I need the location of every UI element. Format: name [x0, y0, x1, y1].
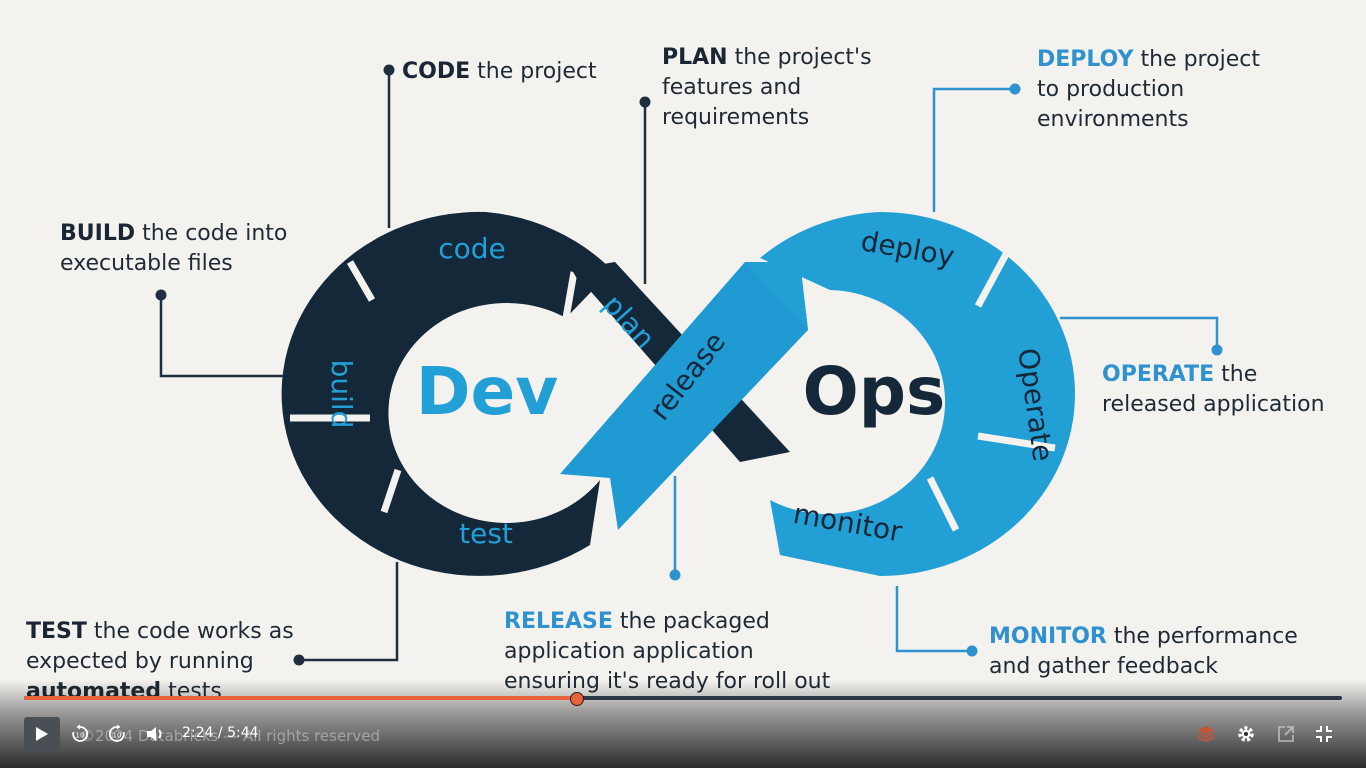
annotation-build-keyword: BUILD — [60, 221, 136, 246]
progress-fill — [24, 696, 577, 700]
annotation-plan: PLAN the project's features and requirem… — [662, 43, 902, 133]
forward-10-icon: 10 — [108, 724, 125, 742]
time-total: 5:44 — [227, 725, 259, 741]
annotation-test-text: the code works as expected by running — [26, 619, 294, 674]
annotation-code-keyword: CODE — [402, 59, 471, 84]
devops-infinity-diagram: code plan build test release deploy Oper… — [155, 64, 1223, 666]
play-icon — [36, 727, 48, 741]
fullscreen-button[interactable] — [1314, 724, 1334, 744]
databricks-logo — [1196, 724, 1216, 744]
annotation-operate-text: the released application — [1102, 362, 1325, 417]
volume-button[interactable] — [145, 724, 167, 744]
annotation-test-keyword: TEST — [26, 619, 87, 644]
annotation-deploy-text: the project to production environments — [1037, 47, 1260, 132]
segment-label-code: code — [438, 232, 506, 265]
time-readout: 2:24 / 5:44 — [182, 725, 259, 741]
time-separator: / — [213, 725, 228, 741]
annotation-deploy: DEPLOY the project to production environ… — [1037, 45, 1282, 135]
settings-button[interactable] — [1236, 724, 1256, 744]
annotation-plan-keyword: PLAN — [662, 45, 728, 70]
annotation-plan-text: the project's features and requirements — [662, 45, 872, 130]
svg-text:10: 10 — [113, 732, 122, 740]
annotation-operate-keyword: OPERATE — [1102, 362, 1215, 387]
annotation-build-text: the code into executable files — [60, 221, 288, 276]
center-word-ops: Ops — [803, 353, 946, 430]
layers-icon — [1197, 726, 1215, 743]
progress-bar[interactable] — [24, 692, 1342, 706]
video-controls-bar: ©2024 Databricks — All rights reserved 1… — [0, 680, 1366, 768]
rewind-10-icon: 10 — [72, 724, 89, 742]
annotation-build: BUILD the code into executable files — [60, 219, 310, 279]
connector-dots — [155, 64, 1223, 666]
annotation-deploy-keyword: DEPLOY — [1037, 47, 1134, 72]
rewind-10-button[interactable]: 10 — [70, 724, 90, 744]
annotation-code-text: the project — [470, 59, 597, 84]
fullscreen-icon — [1316, 726, 1332, 742]
gear-icon — [1238, 726, 1254, 742]
annotation-monitor-text: the performance and gather feedback — [989, 624, 1298, 679]
forward-10-button[interactable]: 10 — [107, 724, 127, 744]
annotation-release-keyword: RELEASE — [504, 609, 613, 634]
svg-text:10: 10 — [76, 732, 85, 740]
progress-scrubber[interactable] — [570, 692, 585, 706]
segment-label-build: build — [325, 360, 358, 429]
release-band — [560, 262, 808, 530]
open-external-button[interactable] — [1276, 724, 1296, 744]
annotation-monitor: MONITOR the performance and gather feedb… — [989, 622, 1319, 682]
segment-blue-ring — [760, 212, 1075, 576]
segment-dark-ring — [281, 211, 612, 576]
connector-lines-dark — [159, 70, 647, 662]
play-button[interactable] — [24, 717, 60, 751]
annotation-operate: OPERATE the released application — [1102, 360, 1352, 420]
open-external-icon — [1278, 726, 1294, 742]
connector-lines-blue — [673, 87, 1219, 653]
annotation-monitor-keyword: MONITOR — [989, 624, 1107, 649]
time-current: 2:24 — [182, 725, 214, 741]
segment-label-test: test — [459, 517, 513, 550]
annotation-code: CODE the project — [402, 57, 622, 87]
volume-icon — [147, 727, 162, 741]
ops-loop — [760, 212, 1075, 576]
center-word-dev: Dev — [416, 353, 559, 430]
